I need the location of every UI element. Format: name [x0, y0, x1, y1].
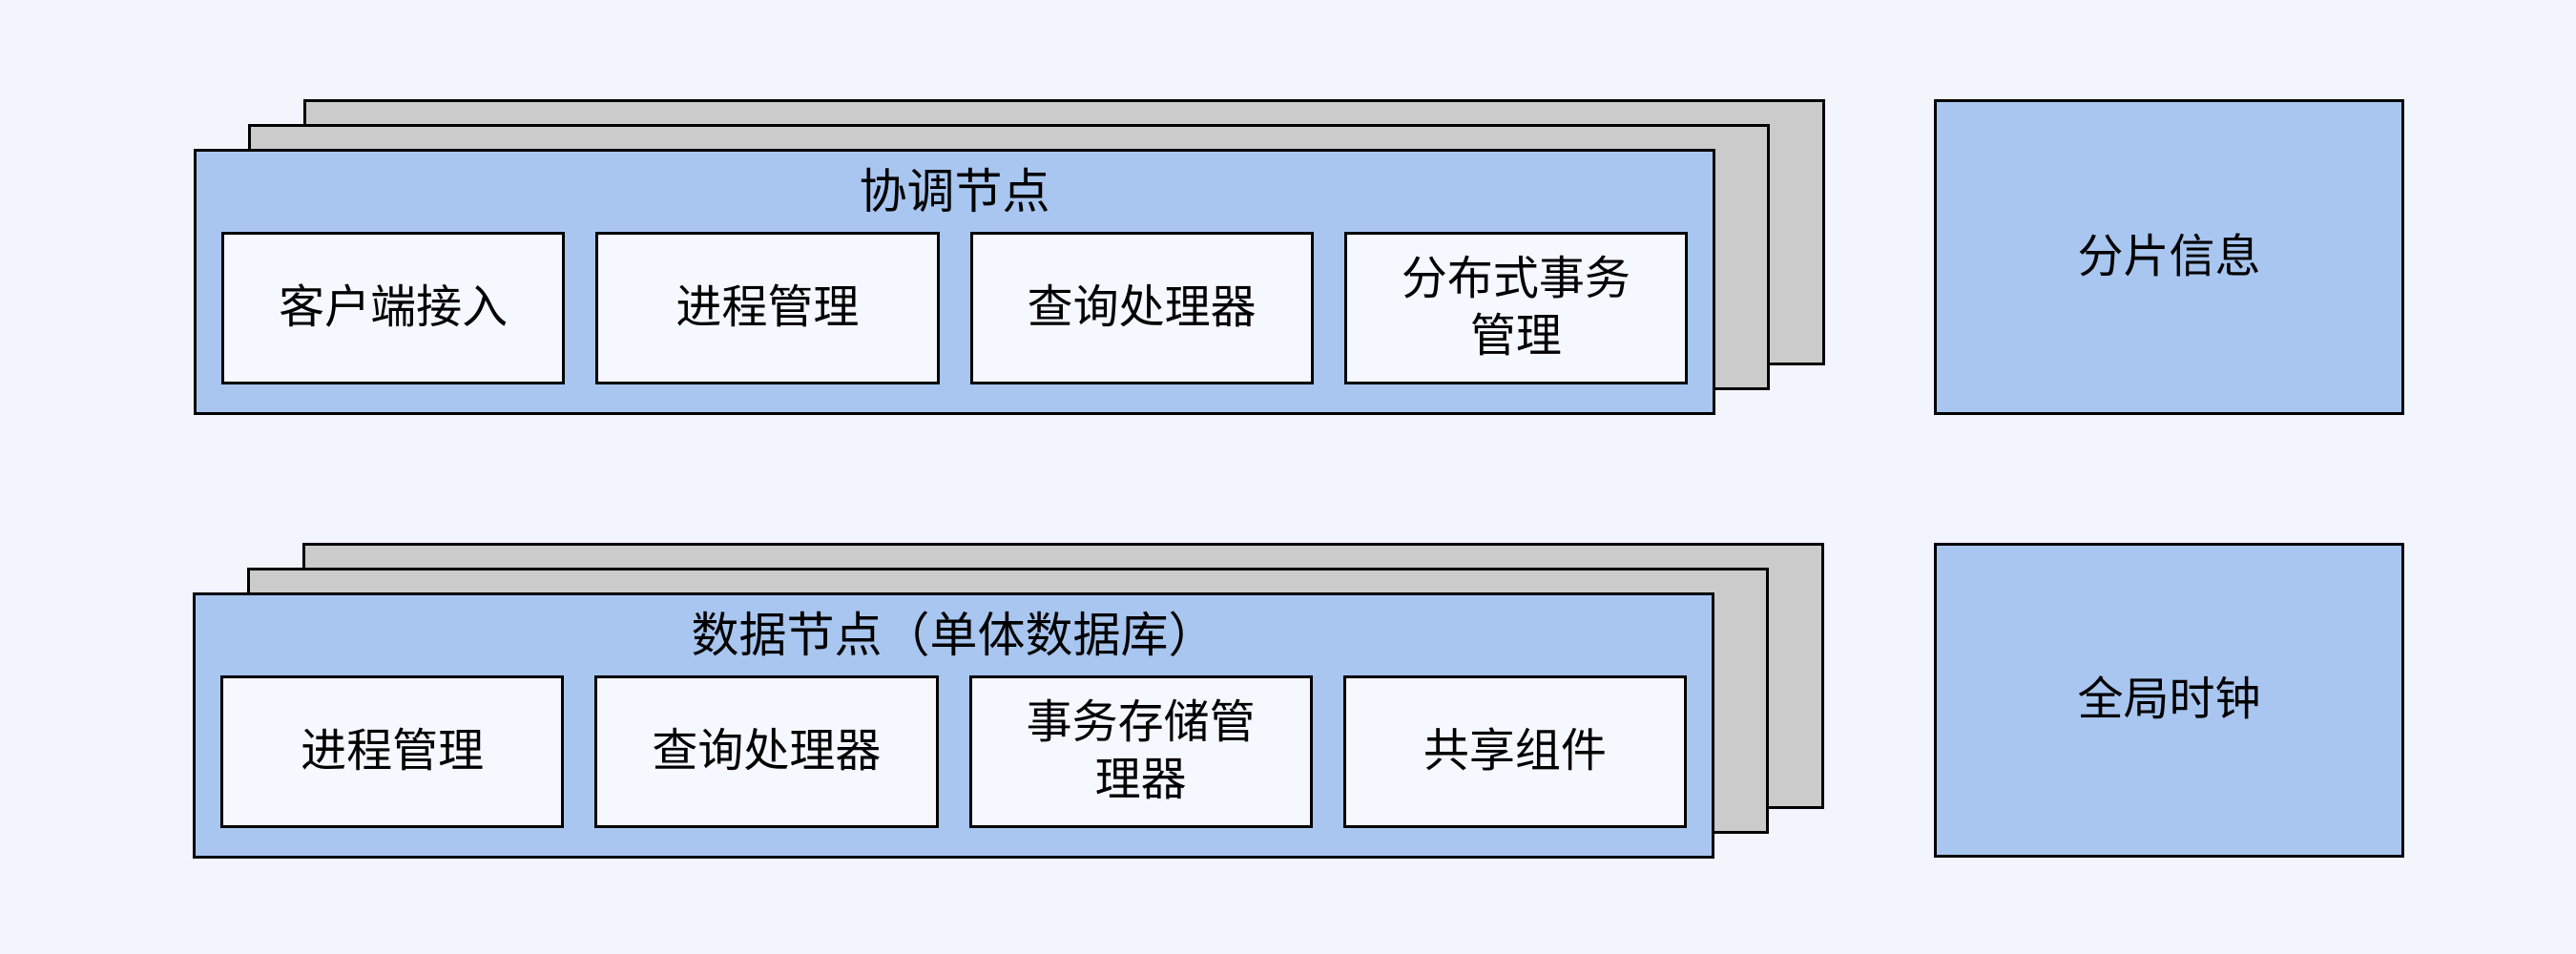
component-box-query-processor: 查询处理器 [594, 675, 939, 828]
data-node-title: 数据节点（单体数据库） [691, 609, 1216, 662]
data-node-card: 数据节点（单体数据库） 进程管理 查询处理器 事务存储管理器 共享组件 [193, 592, 1714, 859]
component-box-shared-components: 共享组件 [1342, 675, 1687, 828]
component-label: 客户端接入 [279, 282, 509, 333]
coordinator-node-group: 协调节点 客户端接入 进程管理 查询处理器 分布式事务管理 [194, 99, 1826, 415]
shard-info-box: 分片信息 [1934, 99, 2404, 415]
component-box-process-management: 进程管理 [220, 675, 565, 828]
global-clock-box: 全局时钟 [1934, 543, 2404, 858]
component-box-distributed-transaction-management: 分布式事务管理 [1343, 232, 1688, 384]
component-box-client-access: 客户端接入 [221, 232, 566, 384]
component-label: 分布式事务管理 [1401, 254, 1631, 362]
component-label: 事务存储管理器 [1026, 697, 1256, 805]
component-box-transaction-storage-manager: 事务存储管理器 [968, 675, 1313, 828]
component-box-query-processor: 查询处理器 [969, 232, 1314, 384]
coordinator-node-title: 协调节点 [859, 165, 1050, 218]
data-node-group: 数据节点（单体数据库） 进程管理 查询处理器 事务存储管理器 共享组件 [193, 543, 1825, 859]
coordinator-node-card: 协调节点 客户端接入 进程管理 查询处理器 分布式事务管理 [194, 149, 1715, 415]
data-node-components-row: 进程管理 查询处理器 事务存储管理器 共享组件 [220, 675, 1687, 828]
coordinator-components-row: 客户端接入 进程管理 查询处理器 分布式事务管理 [221, 232, 1688, 384]
component-label: 查询处理器 [1027, 282, 1257, 333]
component-label: 进程管理 [675, 282, 860, 333]
component-label: 进程管理 [301, 726, 485, 777]
component-label: 共享组件 [1423, 726, 1607, 777]
component-box-process-management: 进程管理 [595, 232, 940, 384]
component-label: 查询处理器 [652, 726, 882, 777]
